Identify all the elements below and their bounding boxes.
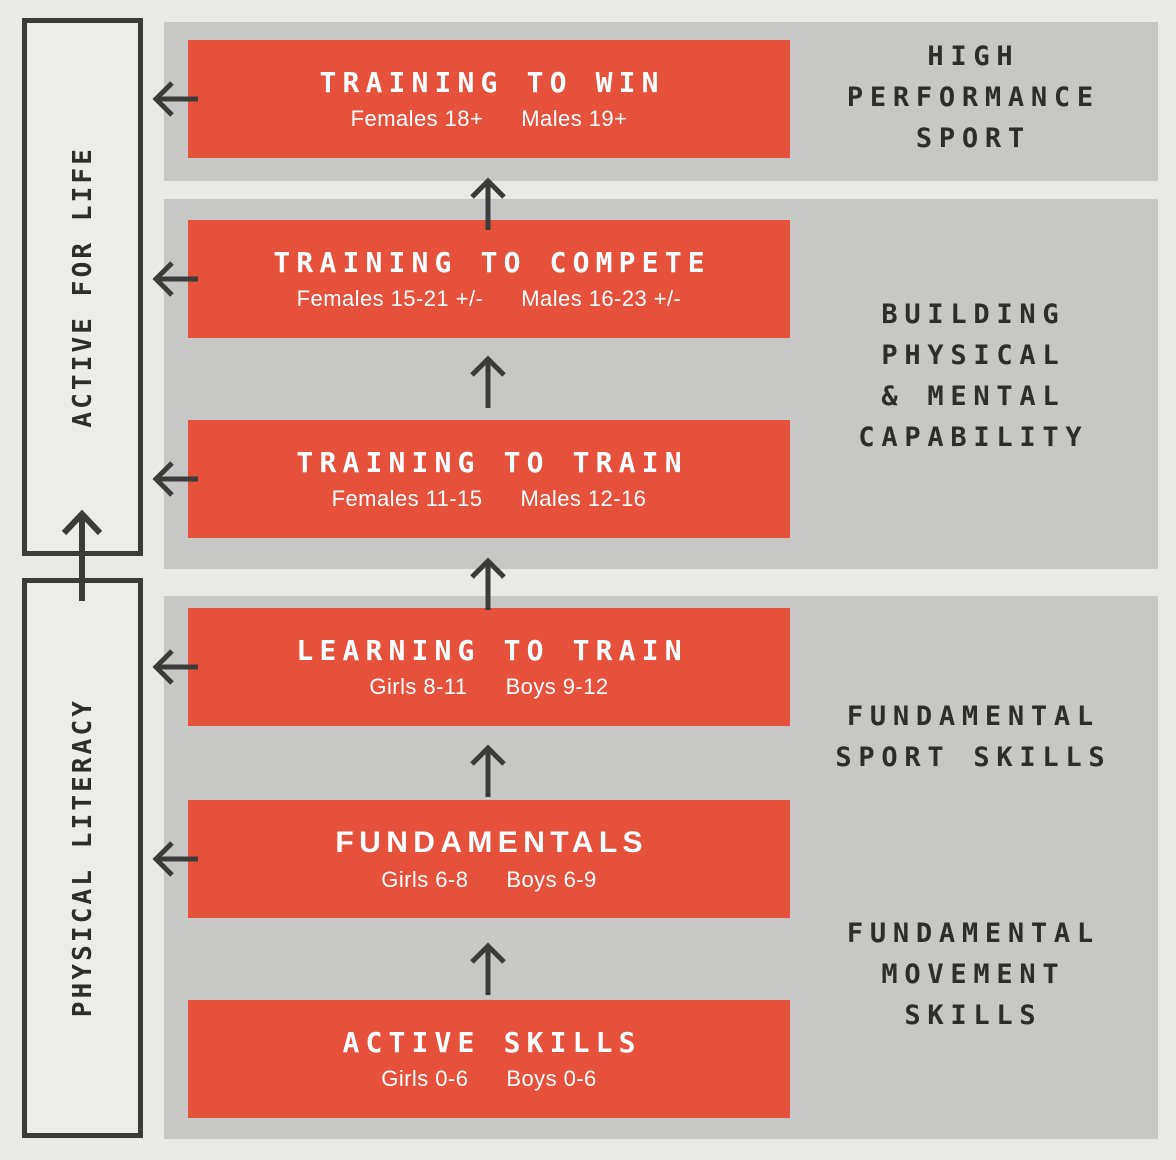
stage-ages-female: Females 11-15: [331, 486, 483, 511]
stage-ages-female: Girls 0-6: [381, 1066, 469, 1091]
band-label-high-performance-sport: HIGH PERFORMANCE SPORT: [846, 41, 1100, 154]
stage-training-to-win: TRAINING TO WIN Females 18+ Males 19+: [188, 40, 790, 158]
stage-ages: Girls 8-11 Boys 9-12: [369, 674, 608, 700]
left-arrow-icon: [150, 839, 200, 879]
stage-ages-female: Females 18+: [350, 106, 484, 131]
stage-learning-to-train: LEARNING TO TRAIN Girls 8-11 Boys 9-12: [188, 608, 790, 726]
stage-ages-male: Males 16-23 +/-: [521, 286, 682, 311]
stage-ages: Females 11-15 Males 12-16: [332, 486, 647, 512]
up-arrow-icon: [468, 939, 508, 997]
stage-ages-male: Boys 9-12: [505, 674, 609, 699]
stage-title: TRAINING TO TRAIN: [296, 446, 688, 479]
band-label-building-capability: BUILDING PHYSICAL & MENTAL CAPABILITY: [858, 299, 1089, 453]
stage-ages: Girls 0-6 Boys 0-6: [381, 1066, 596, 1092]
stage-ages: Girls 6-8 Boys 6-9: [381, 867, 596, 893]
stage-ages: Females 15-21 +/- Males 16-23 +/-: [297, 286, 682, 312]
left-arrow-icon: [150, 259, 200, 299]
up-arrow-icon: [468, 554, 508, 612]
up-arrow-icon: [468, 174, 508, 232]
physical-literacy-box: PHYSICAL LITERACY: [22, 578, 143, 1138]
stage-fundamentals: FUNDAMENTALS Girls 6-8 Boys 6-9: [188, 800, 790, 918]
literacy-to-life-up-arrow-icon: [60, 505, 104, 605]
stage-title: TRAINING TO COMPETE: [273, 246, 711, 279]
stage-ages-male: Boys 0-6: [506, 1066, 597, 1091]
stage-title: TRAINING TO WIN: [319, 66, 665, 99]
physical-literacy-label: PHYSICAL LITERACY: [67, 698, 98, 1018]
up-arrow-icon: [468, 352, 508, 410]
stage-ages-female: Girls 8-11: [369, 674, 468, 699]
active-for-life-box: ACTIVE FOR LIFE: [22, 18, 143, 556]
stage-title: FUNDAMENTALS: [335, 825, 648, 859]
band-label-fundamental-sport-skills: FUNDAMENTAL SPORT SKILLS: [835, 701, 1112, 773]
stage-ages-female: Females 15-21 +/-: [296, 286, 484, 311]
stage-ages: Females 18+ Males 19+: [351, 106, 628, 132]
stage-ages-female: Girls 6-8: [381, 866, 469, 892]
stage-title: ACTIVE SKILLS: [342, 1026, 642, 1059]
stage-active-skills: ACTIVE SKILLS Girls 0-6 Boys 0-6: [188, 1000, 790, 1118]
band-label-fundamental-movement-skills: FUNDAMENTAL MOVEMENT SKILLS: [846, 918, 1100, 1031]
left-arrow-icon: [150, 647, 200, 687]
stage-training-to-compete: TRAINING TO COMPETE Females 15-21 +/- Ma…: [188, 220, 790, 338]
left-arrow-icon: [150, 459, 200, 499]
up-arrow-icon: [468, 741, 508, 799]
stage-ages-male: Males 19+: [521, 106, 628, 131]
stage-title: LEARNING TO TRAIN: [296, 634, 688, 667]
stage-ages-male: Boys 6-9: [506, 866, 597, 892]
active-for-life-label: ACTIVE FOR LIFE: [67, 146, 98, 428]
left-arrow-icon: [150, 79, 200, 119]
stage-training-to-train: TRAINING TO TRAIN Females 11-15 Males 12…: [188, 420, 790, 538]
stage-ages-male: Males 12-16: [520, 486, 647, 511]
